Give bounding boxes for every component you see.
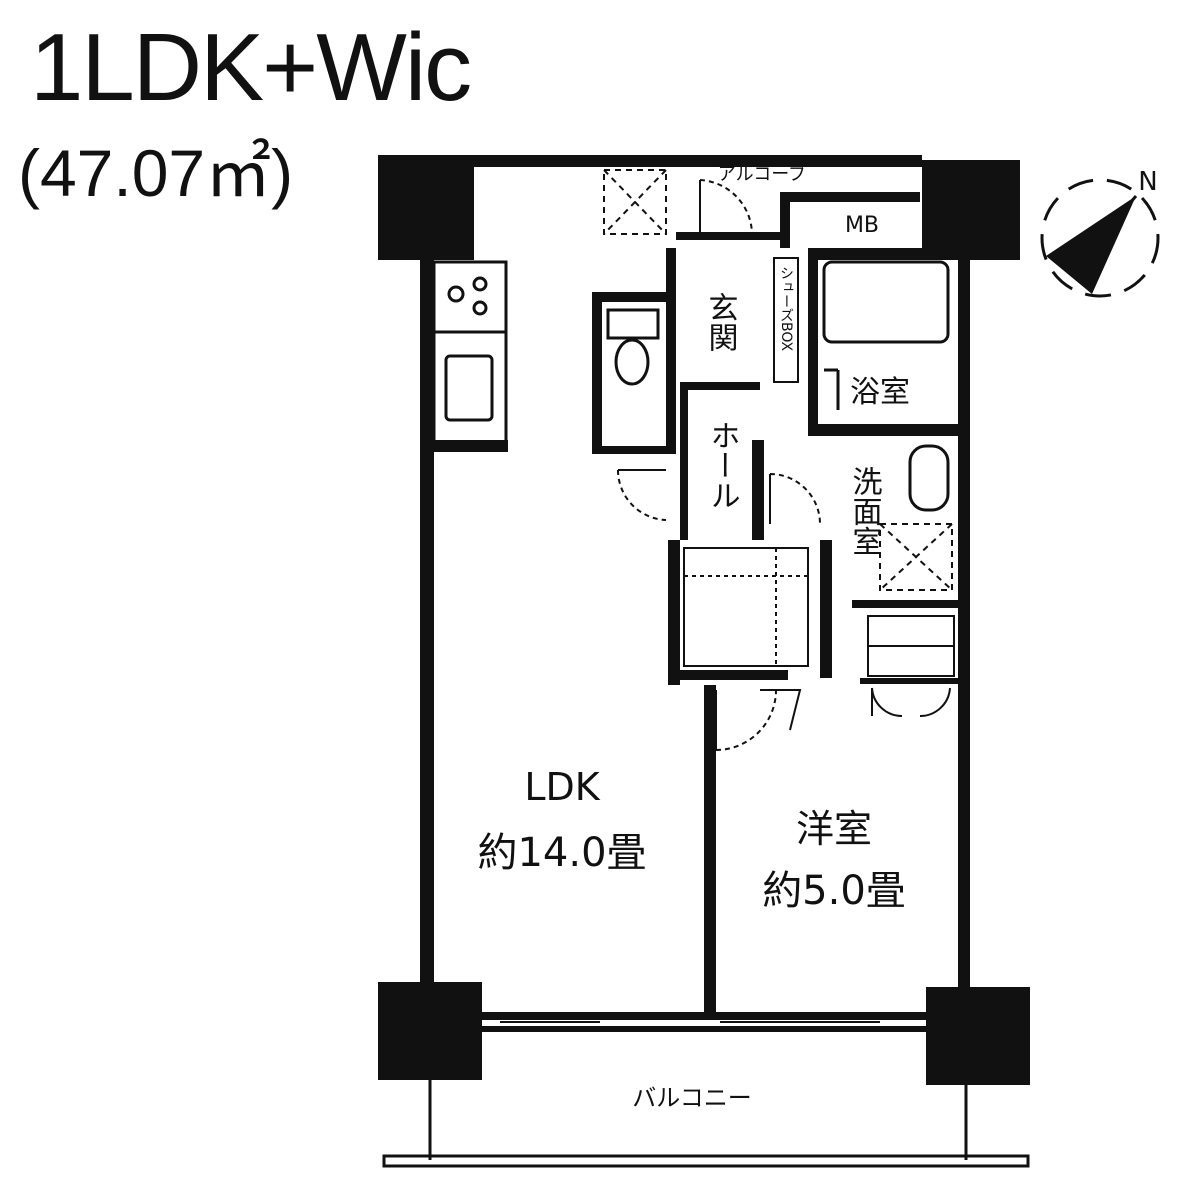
- column-bottom-right: [926, 987, 1030, 1085]
- column-top-left: [378, 155, 474, 260]
- kitchen: [432, 260, 508, 444]
- room-name-entrance: 玄関: [703, 292, 738, 352]
- washroom-door-icon: [769, 473, 821, 525]
- western-room-closet: [867, 615, 955, 677]
- washbasin-icon: [908, 444, 950, 512]
- toilet-icon: [606, 308, 660, 386]
- shoe-box: [773, 257, 799, 383]
- shoe-box-label: シューズBOX: [778, 266, 794, 351]
- room-name-ldk: LDK: [524, 765, 600, 809]
- balcony-railing: [382, 1080, 1030, 1168]
- walk-in-closet: [683, 547, 809, 667]
- room-name-western: 洋室: [796, 807, 872, 851]
- stove-burner-icon: [472, 300, 488, 316]
- stove-burner-icon: [447, 285, 465, 303]
- column-bottom-left: [378, 982, 482, 1080]
- outer-walls: [420, 155, 970, 1032]
- floor-area-label: (47.07㎡): [18, 136, 294, 210]
- bathtub-icon: [822, 260, 950, 410]
- room-name-hall: ホール: [705, 420, 740, 510]
- meter-box-label: MB: [845, 213, 879, 238]
- north-label: N: [1138, 167, 1157, 197]
- refrigerator-space: [603, 169, 667, 235]
- room-name-bath: 浴室: [850, 375, 910, 410]
- western-room-door-icon: [715, 687, 951, 751]
- toilet-door-icon: [616, 469, 667, 521]
- compass-icon: N: [1040, 167, 1160, 298]
- kitchen-sink-icon: [444, 354, 494, 422]
- stove-burner-icon: [472, 276, 488, 292]
- room-name-balcony: バルコニー: [632, 1084, 752, 1112]
- entrance-door-icon: [699, 179, 754, 240]
- washing-machine-space: [879, 523, 953, 591]
- column-top-right: [922, 160, 1020, 260]
- structural-columns: [378, 155, 1030, 1085]
- layout-type-title: 1LDK+Wic: [30, 14, 472, 121]
- room-name-washroom: 洗面室: [847, 466, 882, 556]
- room-size-western: 約5.0畳: [762, 868, 906, 914]
- room-name-alcove: アルコーブ: [718, 163, 806, 185]
- room-size-ldk: 約14.0畳: [477, 830, 646, 876]
